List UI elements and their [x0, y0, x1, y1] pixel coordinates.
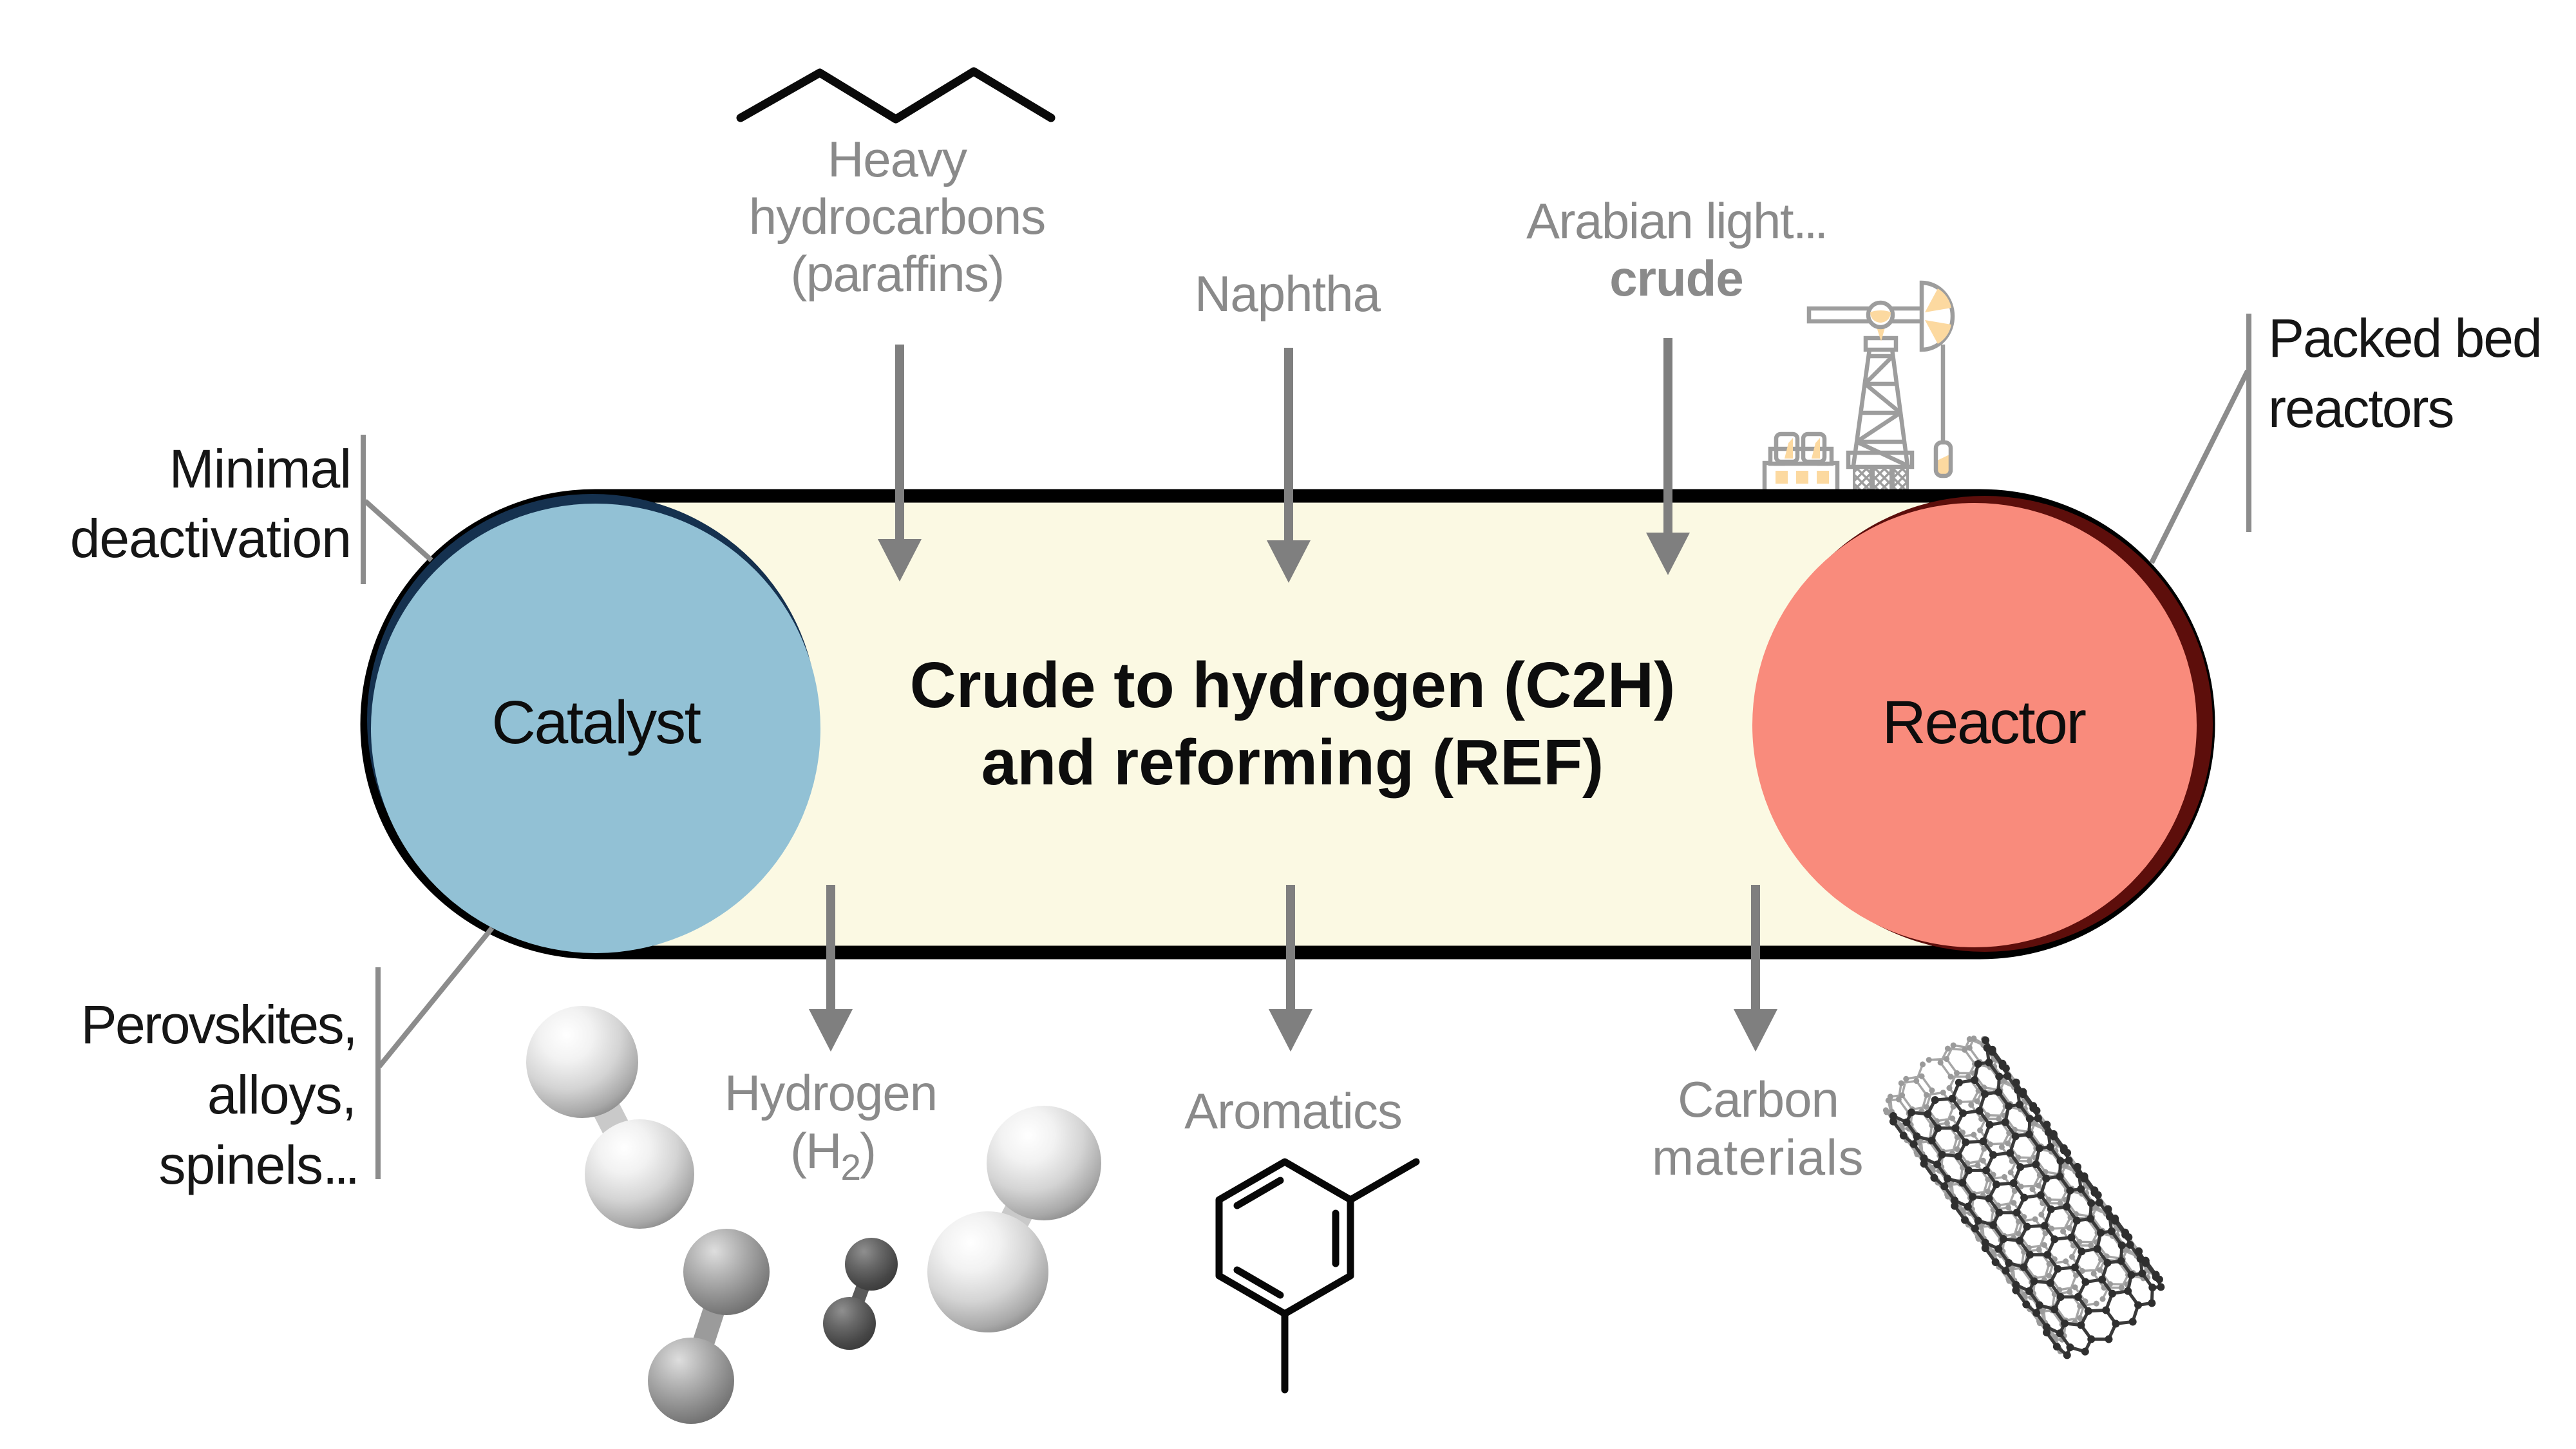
svg-text:hydrocarbons: hydrocarbons — [749, 188, 1046, 245]
svg-text:and reforming (REF): and reforming (REF) — [981, 726, 1604, 799]
svg-text:Perovskites,: Perovskites, — [81, 994, 357, 1055]
svg-text:crude: crude — [1609, 250, 1743, 307]
svg-text:Carbon: Carbon — [1678, 1071, 1839, 1128]
svg-text:Catalyst: Catalyst — [491, 688, 701, 757]
svg-text:Reactor: Reactor — [1882, 688, 2086, 757]
svg-text:Arabian light...: Arabian light... — [1526, 193, 1825, 249]
svg-text:Minimal: Minimal — [169, 439, 351, 499]
svg-text:materials: materials — [1652, 1129, 1864, 1186]
svg-text:Aromatics: Aromatics — [1184, 1083, 1402, 1139]
svg-text:deactivation: deactivation — [70, 508, 351, 569]
svg-text:reactors: reactors — [2268, 378, 2453, 439]
svg-text:Naphtha: Naphtha — [1195, 265, 1381, 322]
svg-text:alloys,: alloys, — [207, 1065, 356, 1125]
svg-text:Hydrogen: Hydrogen — [724, 1065, 937, 1121]
svg-text:Packed bed: Packed bed — [2268, 308, 2541, 368]
svg-text:Crude to hydrogen (C2H): Crude to hydrogen (C2H) — [910, 649, 1676, 721]
svg-text:Heavy: Heavy — [828, 131, 967, 187]
svg-text:(H2): (H2) — [790, 1122, 875, 1188]
svg-text:spinels...: spinels... — [159, 1135, 357, 1195]
svg-text:(paraffins): (paraffins) — [790, 245, 1003, 302]
